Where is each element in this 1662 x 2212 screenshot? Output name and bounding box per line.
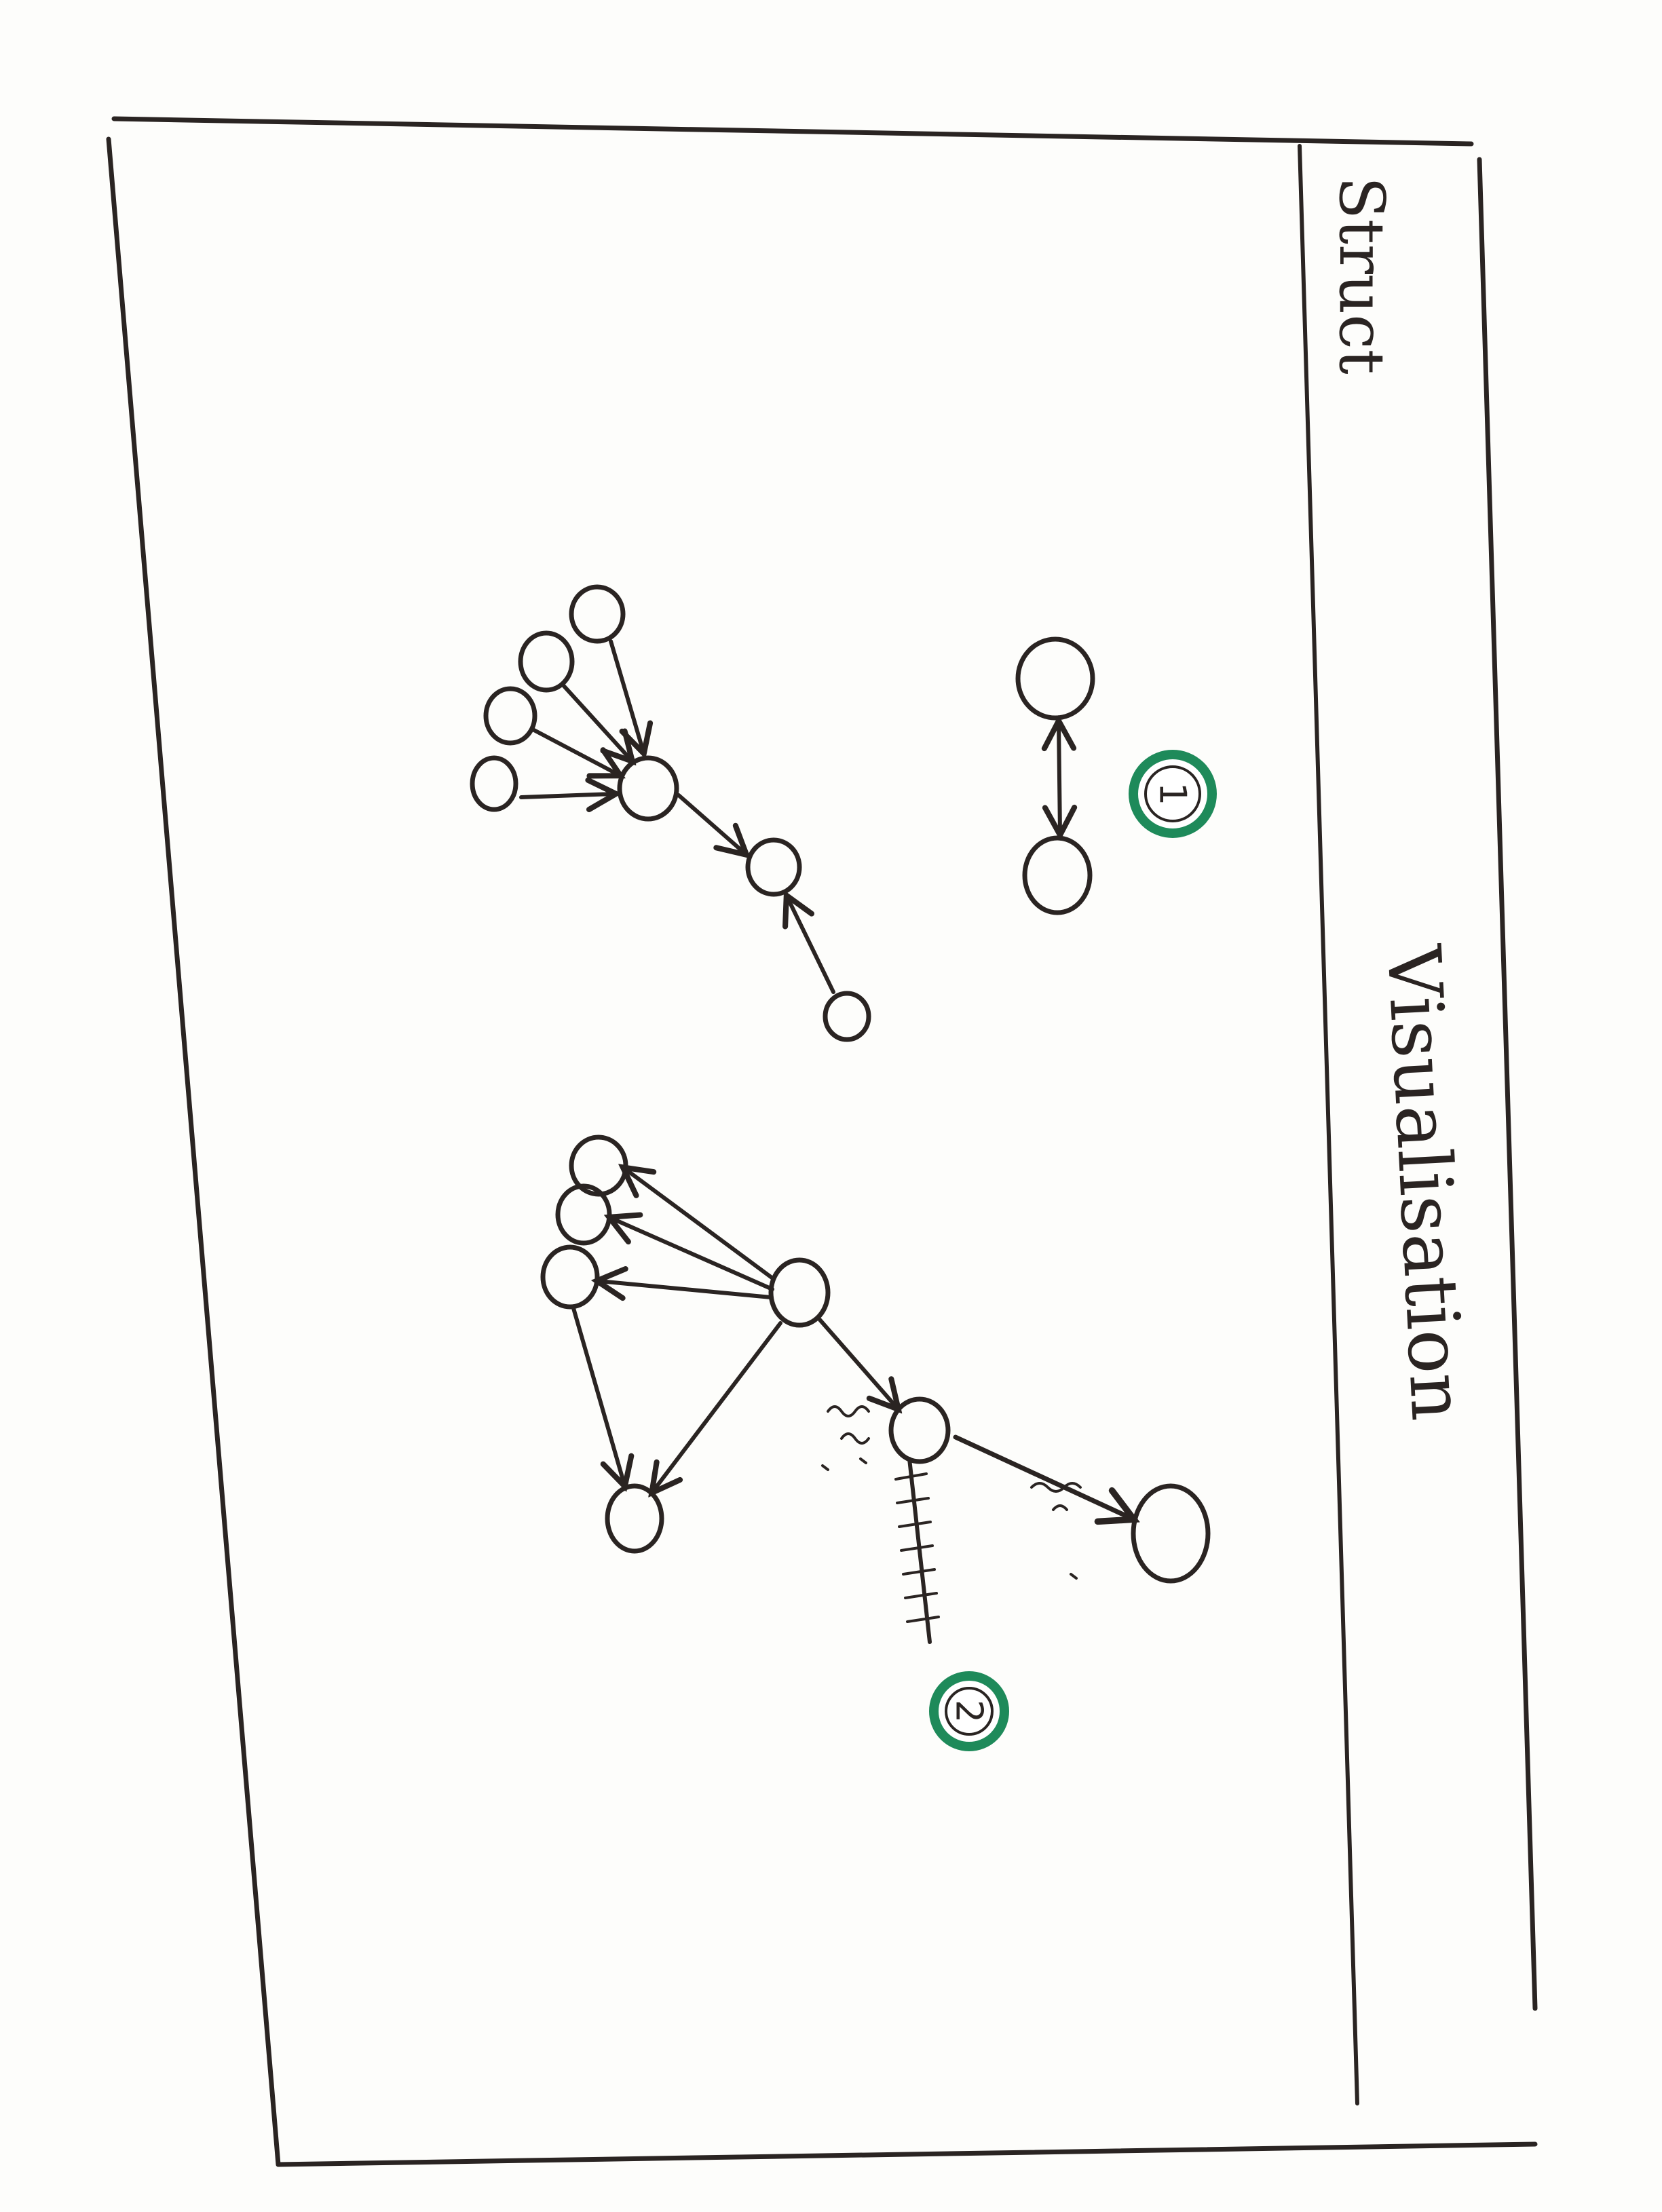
graph-edge[interactable] bbox=[611, 1218, 774, 1291]
annotation-badge-2: 2 bbox=[929, 1671, 1009, 1751]
graph-node[interactable] bbox=[745, 837, 802, 897]
badge-2-label: 2 bbox=[948, 1700, 991, 1723]
graph-node[interactable] bbox=[1022, 835, 1093, 915]
graph-node[interactable] bbox=[540, 1244, 600, 1310]
graph-node[interactable] bbox=[569, 584, 626, 644]
graph-edge[interactable] bbox=[953, 1434, 1132, 1519]
graph-edge[interactable] bbox=[599, 1281, 773, 1297]
graph-edge[interactable] bbox=[677, 793, 745, 854]
graph-node[interactable] bbox=[555, 1183, 612, 1246]
graph-node[interactable] bbox=[823, 991, 871, 1042]
graph-node[interactable] bbox=[617, 755, 679, 822]
badge-1-label: 1 bbox=[1152, 782, 1194, 805]
graph-edge[interactable] bbox=[519, 794, 614, 797]
graph-cluster-hub bbox=[540, 1134, 1211, 1644]
graph-node[interactable] bbox=[888, 1396, 951, 1464]
graph-edge[interactable] bbox=[653, 1321, 782, 1491]
annotation-badge-1: 1 bbox=[1129, 750, 1217, 838]
graph-cluster-fan-in bbox=[470, 584, 871, 1042]
graph-edge[interactable] bbox=[571, 1306, 624, 1485]
edge-label-scribble bbox=[1030, 1482, 1082, 1580]
panel-title: Visualisation bbox=[1370, 942, 1480, 1423]
struct-button[interactable]: Struct bbox=[1317, 156, 1452, 414]
edge-label-scribble bbox=[821, 1405, 870, 1471]
graph-edge[interactable] bbox=[818, 1318, 897, 1408]
graph-edge[interactable] bbox=[787, 897, 835, 994]
crossed-edge[interactable] bbox=[907, 1457, 932, 1644]
graph-node[interactable] bbox=[768, 1257, 831, 1328]
graph-node[interactable] bbox=[605, 1483, 664, 1554]
graph-edge[interactable] bbox=[624, 1168, 776, 1281]
graph-edge[interactable] bbox=[1059, 723, 1060, 833]
graph-node[interactable] bbox=[1131, 1483, 1211, 1584]
graph-edge[interactable] bbox=[531, 727, 619, 775]
side-toolbar: Struct bbox=[1298, 144, 1452, 2105]
graph-node[interactable] bbox=[518, 630, 575, 693]
graph-cluster-two-nodes bbox=[1015, 636, 1095, 915]
struct-button-label: Struct bbox=[1325, 176, 1398, 375]
graph-node[interactable] bbox=[470, 755, 518, 812]
graph-node[interactable] bbox=[1015, 636, 1095, 721]
graph-edge[interactable] bbox=[609, 639, 643, 752]
graph-node[interactable] bbox=[483, 686, 537, 746]
screen-frame bbox=[106, 116, 1538, 2167]
crossed-edge-hatching bbox=[894, 1472, 940, 1623]
